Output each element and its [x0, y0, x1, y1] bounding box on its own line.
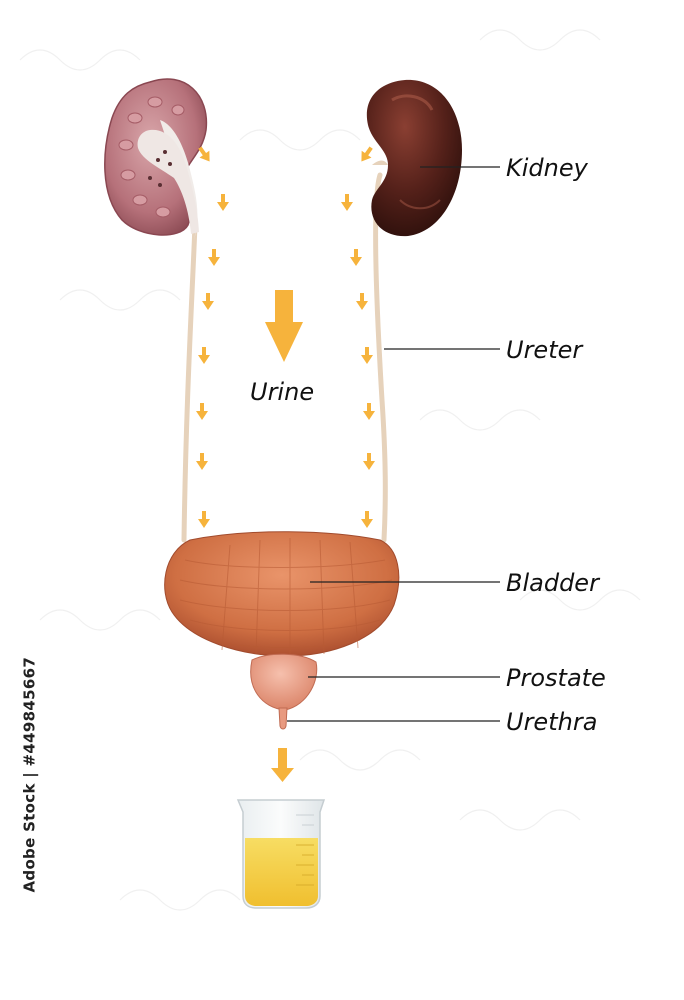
- beaker-with-urine: [238, 800, 324, 908]
- label-bladder: Bladder: [506, 571, 599, 595]
- left-flow-arrows: [195, 144, 229, 528]
- label-ureter: Ureter: [506, 338, 582, 362]
- drain-arrow: [271, 748, 294, 782]
- left-kidney-section: [105, 79, 207, 242]
- label-urethra: Urethra: [506, 710, 597, 734]
- prostate: [251, 654, 317, 710]
- label-kidney: Kidney: [506, 156, 588, 180]
- label-urine: Urine: [250, 380, 314, 404]
- urethra: [279, 708, 287, 729]
- right-flow-arrows: [341, 144, 376, 528]
- right-kidney: [367, 80, 462, 236]
- bladder: [165, 532, 399, 656]
- label-prostate: Prostate: [506, 666, 606, 690]
- stock-id-text: Adobe Stock | #449845667: [23, 753, 38, 893]
- urine-flow-arrow: [265, 290, 303, 362]
- left-ureter: [184, 225, 195, 540]
